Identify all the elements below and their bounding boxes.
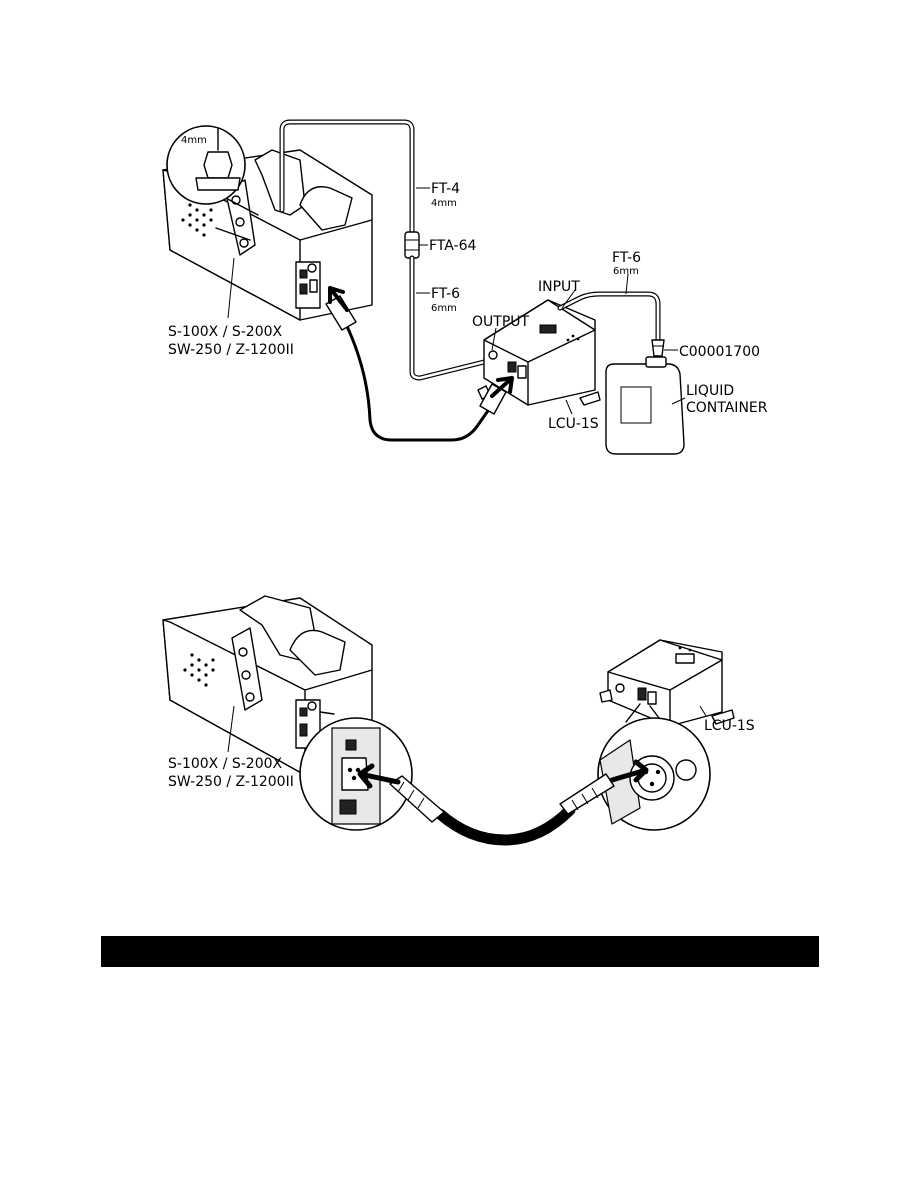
machine-socket-zoom xyxy=(299,711,413,831)
section-header-bar xyxy=(101,936,819,967)
label-ft-6-left-size: 6mm xyxy=(431,303,457,314)
xlr-plug-machine-end xyxy=(325,295,357,331)
figure-2-signal-connection: S-100X / S-200X SW-250 / Z-1200II LCU-1S xyxy=(162,595,755,846)
label-ft-6-right: FT-6 xyxy=(612,250,641,266)
lcu-1s-unit-2 xyxy=(599,639,735,727)
label-output: OUTPUT xyxy=(472,314,530,330)
label-ft-4: FT-4 xyxy=(431,181,460,197)
label-machine-2-line1: S-100X / S-200X xyxy=(168,756,283,772)
liquid-container xyxy=(605,356,685,455)
label-ft-4-size: 4mm xyxy=(431,198,457,209)
label-machine-1-line2: SW-250 / Z-1200II xyxy=(168,342,294,358)
cap-fitting xyxy=(651,339,665,357)
label-lcu-1s-2: LCU-1S xyxy=(704,718,755,734)
label-ft-6-left: FT-6 xyxy=(431,286,460,302)
label-container-line1: LIQUID xyxy=(686,383,734,399)
label-input: INPUT xyxy=(538,279,580,295)
xlr-plug-right xyxy=(559,773,615,815)
nozzle-detail-zoom: 4mm xyxy=(166,125,259,241)
dmx-cable xyxy=(434,804,576,846)
arrow-to-lcu xyxy=(490,376,514,398)
label-lcu-1s-1: LCU-1S xyxy=(548,416,599,432)
lcu-socket-zoom xyxy=(597,703,711,831)
arrow-to-machine xyxy=(328,286,349,312)
label-fta-64: FTA-64 xyxy=(429,238,477,254)
adapter-fta-64 xyxy=(404,231,420,259)
label-machine-1-line1: S-100X / S-200X xyxy=(168,324,283,340)
xlr-plug-left xyxy=(389,775,445,823)
detail-size-label: 4mm xyxy=(181,135,207,146)
label-ft-6-right-size: 6mm xyxy=(613,266,639,277)
label-cap-part: C00001700 xyxy=(679,344,760,360)
arrow-into-machine-socket xyxy=(357,763,401,789)
control-cable-1 xyxy=(343,320,494,442)
figure-1-liquid-connection: 4mm xyxy=(162,119,768,455)
arrow-into-lcu-socket xyxy=(609,759,649,783)
label-container-line2: CONTAINER xyxy=(686,400,768,416)
label-machine-2-line2: SW-250 / Z-1200II xyxy=(168,774,294,790)
